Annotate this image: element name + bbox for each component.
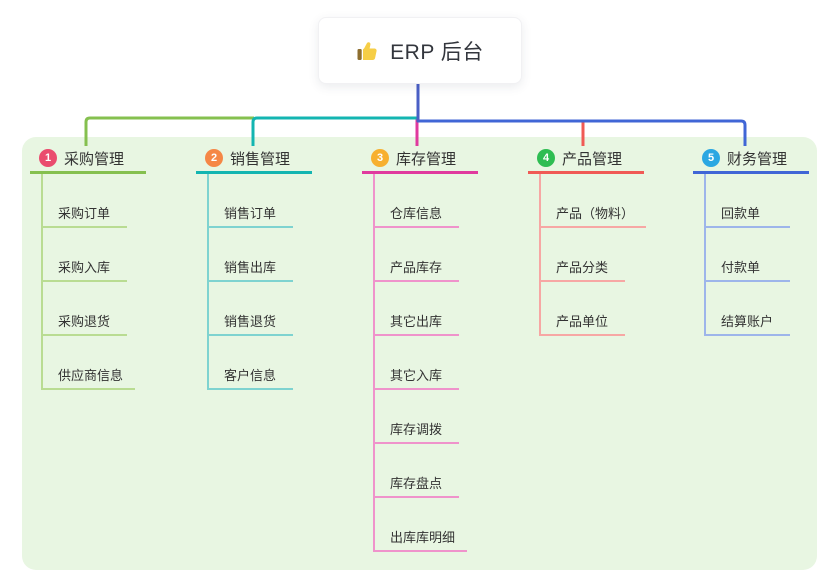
child-node[interactable]: 产品单位 xyxy=(541,282,625,336)
branch: 5 财务管理 回款单付款单结算账户 xyxy=(693,145,809,336)
child-node[interactable]: 付款单 xyxy=(706,228,790,282)
branch: 4 产品管理 产品（物料）产品分类产品单位 xyxy=(528,145,647,336)
branch-title[interactable]: 2 销售管理 xyxy=(196,145,312,174)
branch-children: 仓库信息产品库存其它出库其它入库库存调拨库存盘点出库库明细 xyxy=(373,174,478,552)
root-node[interactable]: ERP 后台 xyxy=(318,17,522,84)
branch-label: 销售管理 xyxy=(230,150,291,168)
child-node[interactable]: 采购订单 xyxy=(43,174,127,228)
branch-label: 财务管理 xyxy=(727,150,788,168)
branch-label: 产品管理 xyxy=(562,150,623,168)
branch: 2 销售管理 销售订单销售出库销售退货客户信息 xyxy=(196,145,312,390)
branch: 3 库存管理 仓库信息产品库存其它出库其它入库库存调拨库存盘点出库库明细 xyxy=(362,145,478,552)
thumbs-up-icon xyxy=(357,41,377,60)
child-node[interactable]: 结算账户 xyxy=(706,282,790,336)
branch-number-badge: 5 xyxy=(702,149,720,167)
root-title: ERP 后台 xyxy=(390,40,484,64)
child-node[interactable]: 库存盘点 xyxy=(375,444,459,498)
child-node[interactable]: 产品（物料） xyxy=(541,174,647,228)
branch-children: 产品（物料）产品分类产品单位 xyxy=(539,174,647,336)
branch-label: 库存管理 xyxy=(396,150,457,168)
branch-children: 采购订单采购入库采购退货供应商信息 xyxy=(41,174,146,390)
child-node[interactable]: 销售订单 xyxy=(209,174,293,228)
child-node[interactable]: 库存调拨 xyxy=(375,390,459,444)
branch-number-badge: 1 xyxy=(39,149,57,167)
child-node[interactable]: 销售退货 xyxy=(209,282,293,336)
child-node[interactable]: 出库库明细 xyxy=(375,498,468,552)
child-node[interactable]: 销售出库 xyxy=(209,228,293,282)
child-node[interactable]: 采购入库 xyxy=(43,228,127,282)
branch-number-badge: 2 xyxy=(205,149,223,167)
child-node[interactable]: 产品分类 xyxy=(541,228,625,282)
child-node[interactable]: 采购退货 xyxy=(43,282,127,336)
branch-children: 销售订单销售出库销售退货客户信息 xyxy=(207,174,312,390)
branch-children: 回款单付款单结算账户 xyxy=(704,174,809,336)
child-node[interactable]: 仓库信息 xyxy=(375,174,459,228)
branch-title[interactable]: 5 财务管理 xyxy=(693,145,809,174)
branch: 1 采购管理 采购订单采购入库采购退货供应商信息 xyxy=(30,145,146,390)
child-node[interactable]: 回款单 xyxy=(706,174,790,228)
branch-title[interactable]: 3 库存管理 xyxy=(362,145,478,174)
branch-title[interactable]: 4 产品管理 xyxy=(528,145,644,174)
branch-label: 采购管理 xyxy=(64,150,125,168)
child-node[interactable]: 其它入库 xyxy=(375,336,459,390)
branch-number-badge: 3 xyxy=(371,149,389,167)
child-node[interactable]: 产品库存 xyxy=(375,228,459,282)
child-node[interactable]: 客户信息 xyxy=(209,336,293,390)
child-node[interactable]: 供应商信息 xyxy=(43,336,136,390)
branch-number-badge: 4 xyxy=(537,149,555,167)
child-node[interactable]: 其它出库 xyxy=(375,282,459,336)
branch-title[interactable]: 1 采购管理 xyxy=(30,145,146,174)
